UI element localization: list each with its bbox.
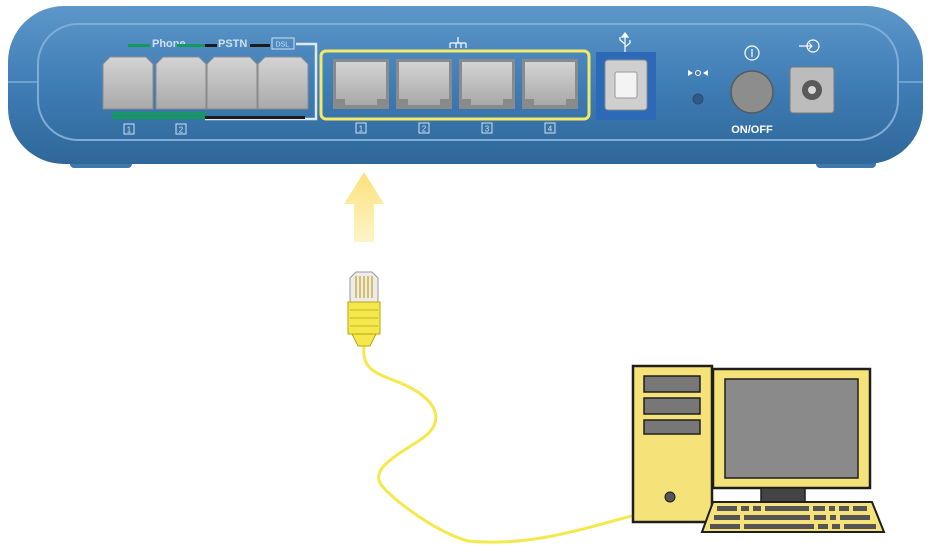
status-led [692,93,704,105]
usb-icon [619,32,631,52]
dsl-icon-box [271,37,295,50]
pstn-jack[interactable] [206,56,258,110]
power-icon [744,45,760,61]
phone-port-number-1: 1 [127,126,132,135]
dc-input-icon [799,39,820,53]
tower-power-button [664,491,676,503]
dsl-jack[interactable] [257,56,309,110]
phone-port-number-2: 2 [179,126,184,135]
lan-port-2[interactable] [396,59,452,109]
onoff-label: ON/OFF [731,124,773,136]
monitor-stand [760,487,806,503]
lan-port-group [319,49,591,121]
rj45-connector [347,271,381,347]
usb-port[interactable] [596,52,656,120]
ethernet-cable [362,344,661,544]
computer [631,364,886,533]
led-indicator-icon [688,70,708,76]
network-icon [449,37,467,48]
upward-arrow [344,172,384,242]
lan-port-number-1: 1 [359,125,364,134]
phone-line-bar [112,112,206,115]
power-button[interactable] [730,70,774,114]
pstn-label: PSTN [218,38,247,50]
lan-port-3[interactable] [459,59,515,109]
dc-power-socket[interactable] [789,66,835,114]
monitor-screen [724,378,859,479]
pstn-line-bar [112,116,205,119]
dsl-label: DSL [276,42,290,49]
lan-port-number-2: 2 [422,125,427,134]
lan-port-4[interactable] [522,59,578,109]
lan-port-number-4: 4 [548,125,553,134]
phone-jack-1[interactable] [102,56,154,110]
lan-port-number-3: 3 [485,125,490,134]
lan-port-1[interactable] [333,59,389,109]
phone-jack-2[interactable] [155,56,207,110]
